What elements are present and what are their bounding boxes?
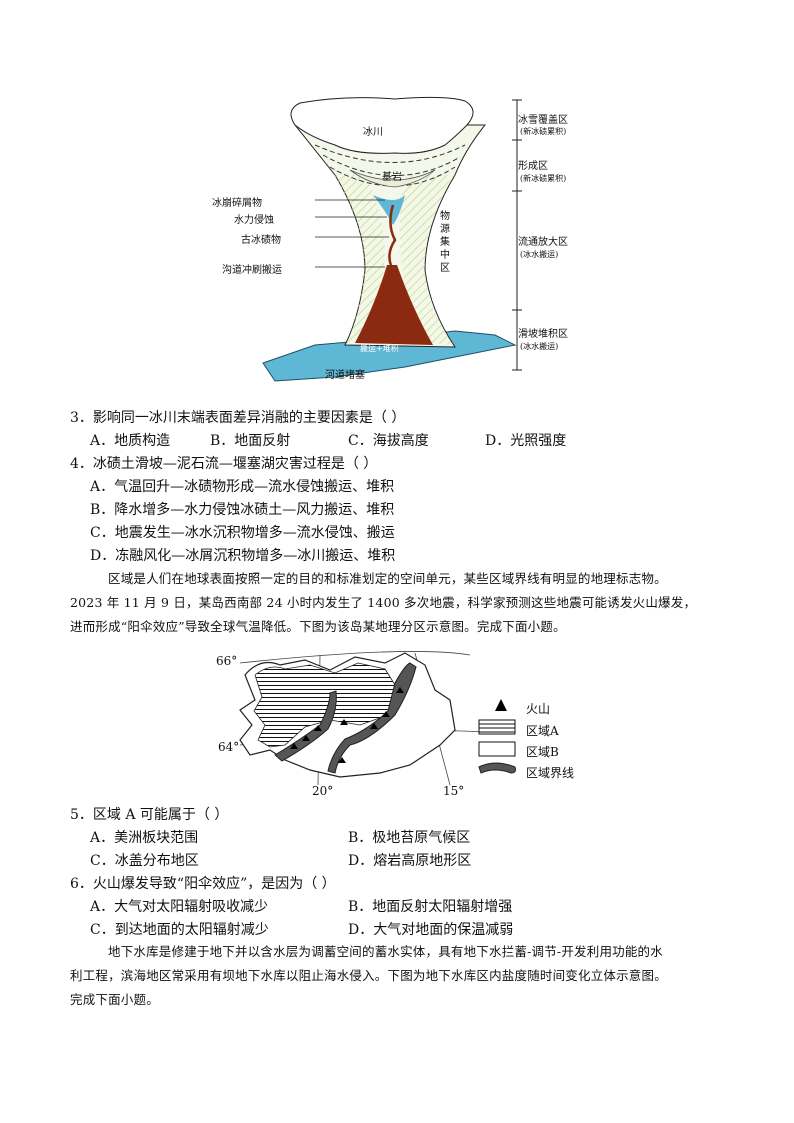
q4-option-a[interactable]: A．气温回升—冰碛物形成—流水侵蚀搬运、堆积 xyxy=(90,479,395,495)
legend-boundary-swatch xyxy=(478,762,516,774)
q6-option-c[interactable]: C．到达地面的太阳辐射减少 xyxy=(90,922,269,938)
region-a xyxy=(253,662,396,748)
passage-2-line-3: 完成下面小题。 xyxy=(70,992,159,1007)
question-5-stem: 5．区域 A 可能属于（ ） xyxy=(70,807,229,823)
label-ancient-till: 古冰碛物 xyxy=(241,235,281,246)
passage-1-line-1: 区域是人们在地球表面按照一定的目的和标准划定的空间单元，某些区域界线有明显的地理… xyxy=(108,571,667,586)
legend-volcano-icon xyxy=(495,699,507,711)
zone-1-note: (新冰碛累积) xyxy=(520,127,567,136)
volcano-4 xyxy=(340,719,348,725)
legend-region-a-label: 区域A xyxy=(526,724,559,738)
zone-2-name: 形成区 xyxy=(518,161,548,172)
glacier-debris-flow-diagram xyxy=(262,96,522,382)
label-source-zone: 物源集中区 xyxy=(440,211,450,274)
volcano-1 xyxy=(290,743,298,749)
zone-3-name: 流通放大区 xyxy=(518,237,568,248)
lon-20-label: 20° xyxy=(312,784,334,798)
passage-1-line-3: 进而形成“阳伞效应”导致全球气温降低。下图为该岛某地理分区示意图。完成下面小题。 xyxy=(70,619,566,634)
passage-2-line-2: 利工程，滨海地区常采用有坝地下水库以阻止海水侵入。下图为地下水库区内盐度随时间变… xyxy=(70,968,667,983)
label-debris: 冰崩碎屑物 xyxy=(212,198,262,209)
volcano-6 xyxy=(382,711,390,717)
region-boundary xyxy=(274,690,337,762)
q3-option-d[interactable]: D．光照强度 xyxy=(485,433,567,449)
lat-64-label: 64° xyxy=(218,740,240,754)
question-3-stem: 3．影响同一冰川末端表面差异消融的主要因素是（ ） xyxy=(70,410,406,426)
q3-option-c[interactable]: C．海拔高度 xyxy=(348,433,429,449)
passage-2-line-1: 地下水库是修建于地下并以含水层为调蓄空间的蓄水实体，具有地下水拦蓄-调节-开发利… xyxy=(108,944,663,959)
lon-15-label: 15° xyxy=(443,784,465,798)
legend-volcano-label: 火山 xyxy=(526,702,551,716)
island-region-map xyxy=(239,651,501,786)
glacier-cap xyxy=(290,96,474,154)
deposit-fan xyxy=(355,265,433,345)
q6-option-b[interactable]: B．地面反射太阳辐射增强 xyxy=(348,899,513,915)
legend-region-b-label: 区域B xyxy=(526,745,559,759)
volcano-5 xyxy=(370,723,378,729)
zone-4-name: 滑坡堆积区 xyxy=(518,329,568,340)
label-river-blockage: 河道堵塞 xyxy=(325,370,365,381)
volcano-8 xyxy=(338,757,346,763)
zone-1-name: 冰雪覆盖区 xyxy=(518,115,568,126)
q3-option-a[interactable]: A．地质构造 xyxy=(90,433,171,449)
zone-2-note: (新冰碛累积) xyxy=(520,174,567,183)
volcano-2 xyxy=(302,735,310,741)
zone-4-note: (冰水搬运) xyxy=(520,342,559,351)
q5-option-b[interactable]: B．极地苔原气候区 xyxy=(348,830,471,846)
zone-3-note: (冰水搬运) xyxy=(520,250,559,259)
q5-option-c[interactable]: C．冰盖分布地区 xyxy=(90,853,199,869)
q5-option-d[interactable]: D．熔岩高原地形区 xyxy=(348,853,472,869)
lat-66-label: 66° xyxy=(216,654,238,668)
q6-option-d[interactable]: D．大气对地面的保温减弱 xyxy=(348,922,514,938)
q6-option-a[interactable]: A．大气对太阳辐射吸收减少 xyxy=(90,899,269,915)
volcano-3 xyxy=(314,725,322,731)
label-transport-deposit: 搬运+堆积 xyxy=(360,344,399,353)
label-bedrock: 基岩 xyxy=(382,172,402,183)
legend-region-b-swatch xyxy=(478,741,516,757)
q4-option-c[interactable]: C．地震发生—冰水沉积物增多—流水侵蚀、搬运 xyxy=(90,525,395,541)
question-6-stem: 6．火山爆发导致“阳伞效应”，是因为（ ） xyxy=(70,876,336,892)
q5-option-a[interactable]: A．美洲板块范围 xyxy=(90,830,199,846)
q3-option-b[interactable]: B．地面反射 xyxy=(210,433,291,449)
bedrock xyxy=(349,169,436,188)
passage-1-line-2: 2023 年 11 月 9 日，某岛西南部 24 小时内发生了 1400 多次地… xyxy=(70,595,697,610)
label-gully: 沟道冲刷搬运 xyxy=(222,265,282,276)
label-water-erosion: 水力侵蚀 xyxy=(234,215,274,226)
q4-option-d[interactable]: D．冻融风化—冰屑沉积物增多—冰川搬运、堆积 xyxy=(90,548,396,564)
volcano-7 xyxy=(396,687,404,693)
map-legend-symbols xyxy=(478,699,516,774)
region-boundary-east xyxy=(327,662,417,774)
question-4-stem: 4．冰碛土滑坡—泥石流—堰塞湖灾害过程是（ ） xyxy=(70,456,378,472)
q4-option-b[interactable]: B．降水增多—水力侵蚀冰碛土—风力搬运、堆积 xyxy=(90,502,395,518)
legend-boundary-label: 区域界线 xyxy=(526,766,575,780)
water-channel xyxy=(373,195,405,225)
label-glacier: 冰川 xyxy=(363,127,383,138)
